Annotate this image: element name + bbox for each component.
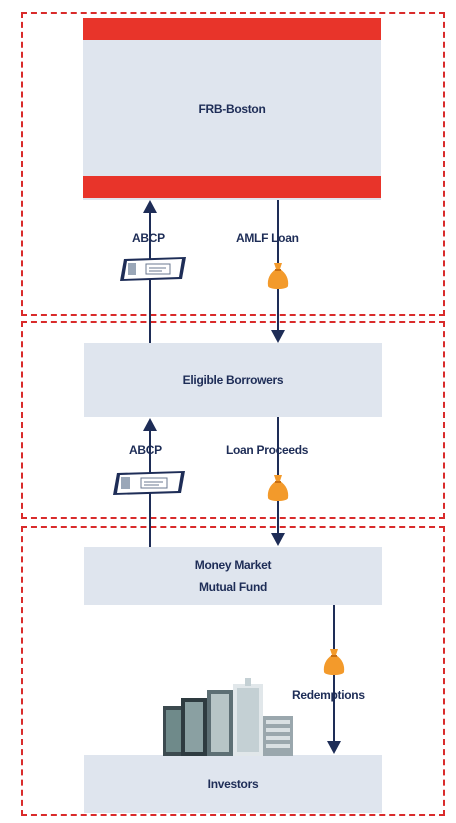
commercial-paper-icon xyxy=(113,471,185,495)
zone-frb xyxy=(21,12,445,316)
frb-top-bar xyxy=(83,18,381,40)
buildings-icon xyxy=(163,678,293,756)
money-market-fund-box: Money Market Mutual Fund xyxy=(84,547,382,605)
money-bag-icon xyxy=(323,649,345,675)
eligible-borrowers-box: Eligible Borrowers xyxy=(84,343,382,417)
money-bag-icon xyxy=(267,475,289,501)
frb-bottom-bar xyxy=(83,176,381,198)
money-market-line1: Money Market xyxy=(194,558,272,572)
arrow-down-icon xyxy=(327,741,341,754)
arrow-down-icon xyxy=(271,330,285,343)
eligible-borrowers-label: Eligible Borrowers xyxy=(182,373,284,387)
abcp-mid-label: ABCP xyxy=(129,443,162,457)
commercial-paper-icon xyxy=(120,257,186,281)
arrow-up-icon xyxy=(143,418,157,431)
redemptions-line xyxy=(333,605,335,747)
money-market-line2: Mutual Fund xyxy=(198,580,267,594)
redemptions-label: Redemptions xyxy=(292,688,365,702)
loan-proceeds-label: Loan Proceeds xyxy=(226,443,309,457)
frb-boston-box: FRB-Boston xyxy=(83,18,381,200)
arrow-down-icon xyxy=(271,533,285,546)
zone-eligible-borrowers xyxy=(21,321,445,519)
amlf-loan-label: AMLF Loan xyxy=(236,231,299,245)
investors-label: Investors xyxy=(207,777,259,791)
abcp-top-label: ABCP xyxy=(132,231,165,245)
zone-fund-investors xyxy=(21,526,445,816)
money-bag-icon xyxy=(267,263,289,289)
investors-box: Investors xyxy=(84,755,382,813)
arrow-up-icon xyxy=(143,200,157,213)
frb-boston-label: FRB-Boston xyxy=(198,102,266,116)
